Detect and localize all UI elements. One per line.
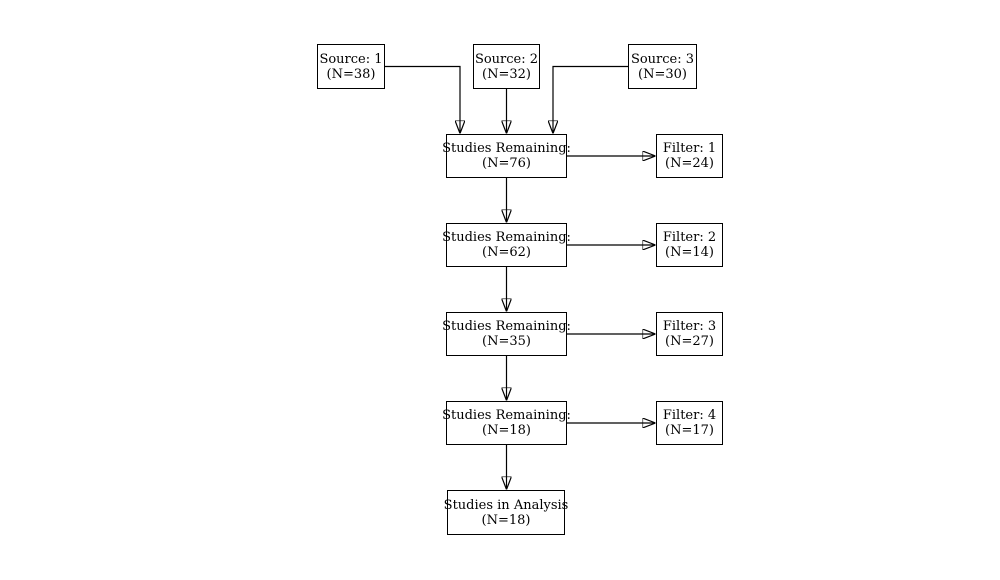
node-label: Source: 1 xyxy=(319,51,383,67)
node-label: Studies in Analysis xyxy=(443,497,569,513)
edge-source3-to-remaining1 xyxy=(553,65,628,134)
node-filter-2: Filter: 2 (N=14) xyxy=(656,223,723,267)
node-label: Filter: 1 xyxy=(662,141,717,156)
node-count: (N=24) xyxy=(665,156,714,171)
node-label: Studies Remaining: xyxy=(442,230,571,245)
node-source-2: Source: 2 (N=32) xyxy=(473,44,540,89)
node-studies-in-analysis: Studies in Analysis (N=18) xyxy=(444,490,568,535)
node-label: Studies Remaining: xyxy=(442,319,571,334)
node-label: Studies Remaining: xyxy=(442,141,571,156)
node-studies-remaining-2: Studies Remaining: (N=62) xyxy=(442,223,571,267)
node-label: Source: 2 xyxy=(474,51,539,67)
node-count: (N=27) xyxy=(665,334,714,349)
node-filter-1: Filter: 1 (N=24) xyxy=(656,134,723,178)
node-source-1: Source: 1 (N=38) xyxy=(317,44,385,89)
node-filter-3: Filter: 3 (N=27) xyxy=(656,312,723,356)
edge-source1-to-remaining1 xyxy=(385,65,460,134)
node-count: (N=14) xyxy=(665,245,714,260)
node-label: Filter: 2 xyxy=(662,230,717,245)
node-count: (N=35) xyxy=(482,334,531,349)
node-label: Source: 3 xyxy=(630,51,695,67)
node-count: (N=76) xyxy=(482,156,531,171)
node-count: (N=18) xyxy=(482,423,531,438)
node-count: (N=30) xyxy=(638,66,687,82)
node-studies-remaining-4: Studies Remaining: (N=18) xyxy=(442,401,571,445)
node-studies-remaining-3: Studies Remaining: (N=35) xyxy=(442,312,571,356)
node-filter-4: Filter: 4 (N=17) xyxy=(656,401,723,445)
node-source-3: Source: 3 (N=30) xyxy=(628,44,697,89)
node-label: Filter: 3 xyxy=(662,319,717,334)
node-count: (N=18) xyxy=(481,512,531,528)
node-label: Studies Remaining: xyxy=(442,408,571,423)
node-count: (N=62) xyxy=(482,245,531,260)
node-count: (N=17) xyxy=(665,423,714,438)
node-count: (N=32) xyxy=(482,66,531,82)
node-count: (N=38) xyxy=(326,66,376,82)
node-studies-remaining-1: Studies Remaining: (N=76) xyxy=(442,134,571,178)
node-label: Filter: 4 xyxy=(662,408,717,423)
